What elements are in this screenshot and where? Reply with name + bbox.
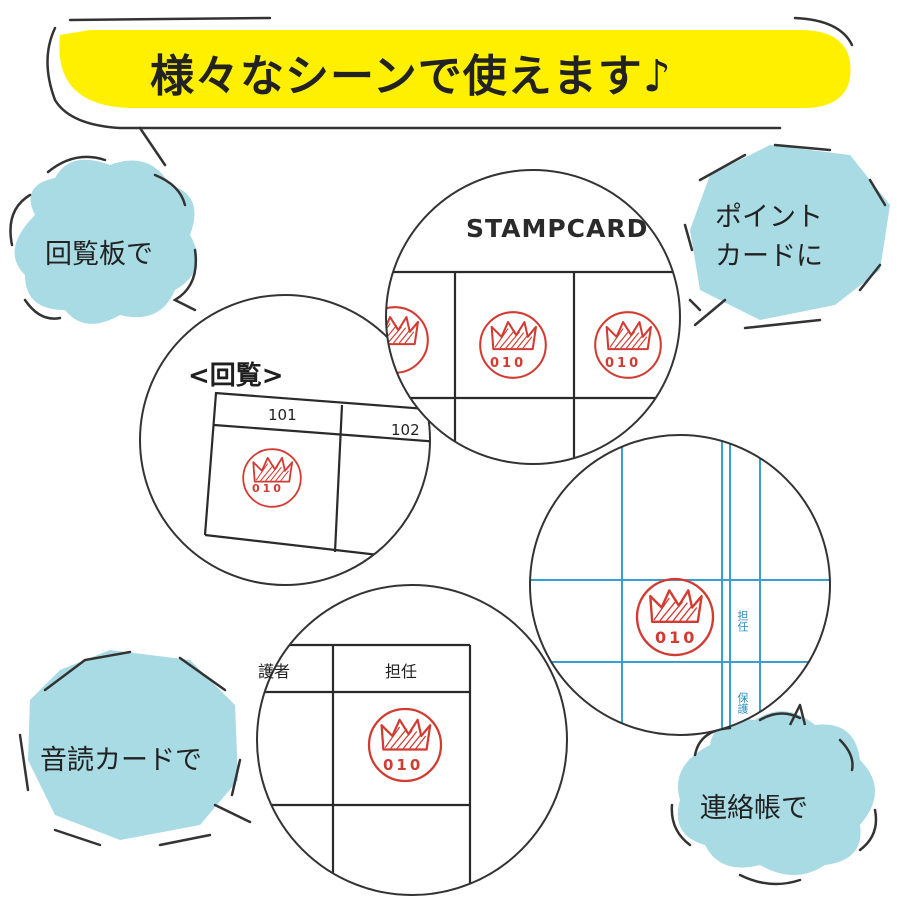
bubble-renrakucho <box>670 703 878 886</box>
kairanban-room-101: 101 <box>268 406 297 424</box>
renrakucho-stamp-number: 010 <box>655 628 698 647</box>
pointcard-stamp-number-2: 010 <box>605 356 642 371</box>
ondoku-col-tannin: 担任 <box>385 662 418 681</box>
pointcard-title: STAMPCARD <box>466 214 649 243</box>
bubble-pointcard <box>683 143 890 330</box>
bubble-ondoku <box>18 650 252 847</box>
headline-banner <box>46 16 854 167</box>
ondoku-col-hogosha: 護者 <box>258 662 291 681</box>
scene-ondoku <box>256 584 568 896</box>
bubble-label-pointcard: ポイント カードに <box>715 202 823 273</box>
pointcard-stamp-number-1: 010 <box>490 356 527 371</box>
kairanban-stamp-number: 010 <box>252 482 284 495</box>
bubble-label-kairanban: 回覧板で <box>45 239 153 270</box>
kairanban-title: <回覧> <box>188 361 284 391</box>
scene-pointcard <box>385 169 681 465</box>
ondoku-stamp-number: 010 <box>383 756 424 774</box>
bubble-kairanban <box>9 155 198 324</box>
renrakucho-label-tannin: 担任 <box>736 610 749 632</box>
scene-renrakucho <box>529 434 831 736</box>
renrakucho-label-hogo: 保護 <box>736 692 749 714</box>
bubble-label-ondoku: 音読カードで <box>40 745 202 776</box>
bubble-label-renrakucho: 連絡帳で <box>700 793 808 824</box>
scene-kairanban <box>139 294 431 586</box>
kairanban-room-102: 102 <box>391 421 420 439</box>
headline-text: 様々なシーンで使えます♪ <box>150 51 672 102</box>
